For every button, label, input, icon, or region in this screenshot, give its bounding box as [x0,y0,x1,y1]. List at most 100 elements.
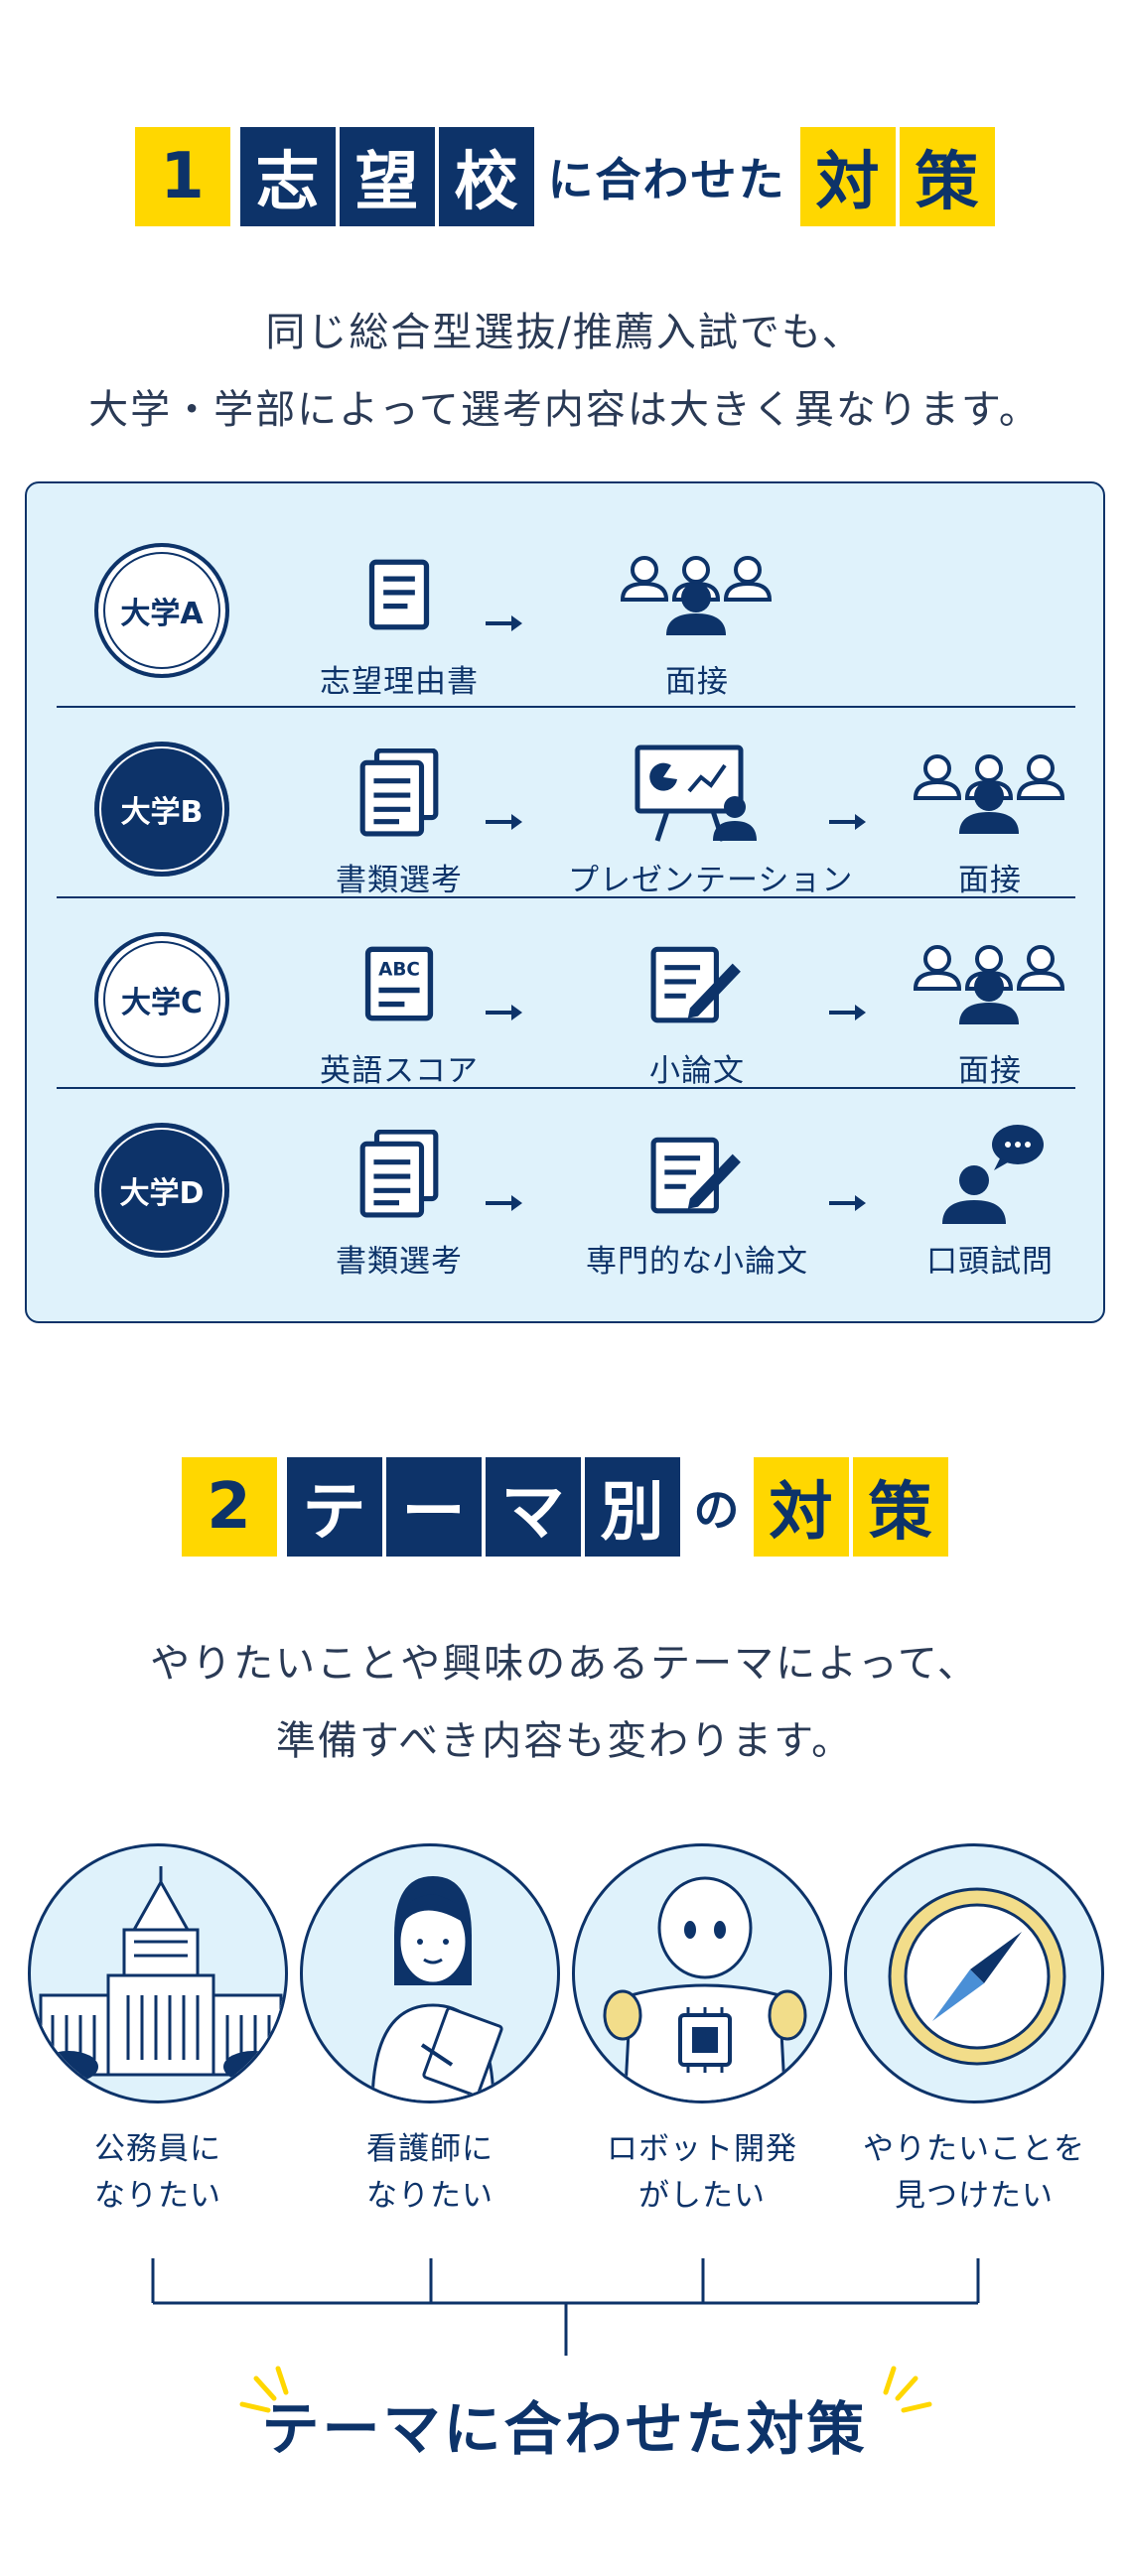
heading-char: 望 [339,127,435,226]
robot-icon [603,1876,807,2101]
presentation-icon [635,745,757,842]
theme-label-line: なりたい [94,2178,221,2214]
theme-label-line: 見つけたい [895,2178,1054,2214]
university-badge: 大学A [94,543,229,678]
heading-middle: に合わせた [547,153,786,206]
step-label: プレゼンテーション [568,863,854,898]
theme-circle-civil-servant [28,1843,288,2103]
university-badge: 大学D [94,1123,229,1258]
step-label: 面接 [958,863,1022,898]
heading-char: 校 [438,127,534,226]
step-presentation: プレゼンテーション [568,734,854,899]
step-specialized-essay: 専門的な小論文 [568,1115,826,1281]
arrow-right-icon [486,615,522,631]
compass-icon [888,1887,1066,2066]
university-row-d: 大学D 書類選考 専門的な小論文 口頭試問 [27,1071,1107,1280]
theme-label-line: なりたい [366,2178,494,2214]
arrow-right-icon [486,814,522,830]
row-divider [57,896,1075,898]
heading-char: 対 [799,127,896,226]
theme-circle-nurse [300,1843,560,2103]
step-label: 面接 [665,664,729,700]
interview-group-icon [914,939,1066,1028]
step-label: 小論文 [649,1053,745,1089]
step-documents: 書類選考 [270,734,528,899]
heading-char: 別 [584,1457,680,1557]
theme-circle-explore [844,1843,1104,2103]
row-divider [57,706,1075,708]
step-label: 面接 [958,1053,1022,1089]
bracket-connector [151,2258,980,2356]
theme-label-line: 公務員に [94,2131,221,2167]
university-row-c: 大学C ABC 英語スコア 小論文 面接 [27,881,1107,1089]
interview-group-icon [621,550,774,639]
section2-number: 2 [181,1457,277,1557]
step-interview: 面接 [861,924,1119,1090]
oral-exam-icon [942,1125,1044,1224]
nurse-icon [370,1876,503,2101]
heading-char: 志 [239,127,336,226]
step-interview: 面接 [568,535,826,701]
heading-char: マ [485,1457,581,1557]
document-icon [367,558,431,631]
step-english: ABC 英語スコア [270,924,528,1090]
essay-writing-icon [649,1134,745,1215]
section1-lead: 同じ総合型選抜/推薦入試でも、 大学・学部によって選考内容は大きく異なります。 [0,294,1129,449]
sparkle-right-icon [883,2366,932,2413]
arrow-right-icon [829,814,866,830]
step-documents: 書類選考 [270,1115,528,1281]
documents-stack-icon [357,1130,441,1219]
selection-panel: 大学A 志望理由書 面接 大学B 書類選考 [25,481,1105,1323]
university-badge: 大学C [94,932,229,1067]
step-label: 書類選考 [336,863,463,898]
theme-label: ロボット開発 がしたい [563,2126,841,2220]
theme-label: 看護師に なりたい [291,2126,569,2220]
step-oral-exam: 口頭試問 [861,1115,1119,1281]
theme-label-line: ロボット開発 [607,2131,797,2167]
section2-lead: やりたいことや興味のあるテーマによって、 準備すべき内容も変わります。 [0,1625,1129,1780]
arrow-right-icon [486,1195,522,1211]
english-score-icon: ABC [364,946,434,1021]
theme-label: やりたいことを 見つけたい [835,2126,1113,2220]
arrow-right-icon [829,1005,866,1020]
abc-text: ABC [378,959,420,980]
step-statement: 志望理由書 [270,535,528,701]
university-badge: 大学B [94,742,229,877]
row-divider [57,1087,1075,1089]
step-interview: 面接 [861,734,1119,899]
step-label: 書類選考 [336,1244,463,1280]
theme-label-line: 看護師に [366,2131,494,2167]
arrow-right-icon [486,1005,522,1020]
heading-middle: の [693,1483,740,1537]
documents-stack-icon [357,748,441,838]
step-label: 志望理由書 [320,664,479,700]
theme-label: 公務員に なりたい [19,2126,297,2220]
interview-group-icon [914,748,1066,838]
step-label: 専門的な小論文 [586,1244,808,1280]
heading-char: テ [286,1457,382,1557]
section2-heading: 2 テ ー マ 別 の 対 策 [0,1457,1129,1557]
heading-char: 策 [852,1457,948,1557]
step-essay: 小論文 [568,924,826,1090]
theme-circle-robot [572,1843,832,2103]
section1-number: 1 [134,127,230,226]
step-label: 口頭試問 [926,1244,1054,1280]
parliament-icon [39,1866,283,2083]
essay-writing-icon [649,943,745,1024]
section1-heading: 1 志 望 校 に合わせた 対 策 [0,127,1129,226]
heading-char: 策 [899,127,995,226]
heading-char: 対 [753,1457,849,1557]
lead-line: 準備すべき内容も変わります。 [275,1718,854,1764]
theme-label-line: やりたいことを [863,2131,1085,2167]
arrow-right-icon [829,1195,866,1211]
university-row-b: 大学B 書類選考 プレゼンテーション 面接 [27,690,1107,898]
lead-line: やりたいことや興味のあるテーマによって、 [150,1641,979,1687]
heading-char: ー [385,1457,482,1557]
lead-line: 同じ総合型選抜/推薦入試でも、 [265,310,864,355]
sparkle-left-icon [239,2366,289,2413]
university-row-a: 大学A 志望理由書 面接 [27,483,1107,700]
step-label: 英語スコア [320,1053,479,1089]
lead-line: 大学・学部によって選考内容は大きく異なります。 [88,387,1041,433]
theme-conclusion: テーマに合わせた対策 [261,2395,868,2463]
theme-label-line: がしたい [638,2178,766,2214]
